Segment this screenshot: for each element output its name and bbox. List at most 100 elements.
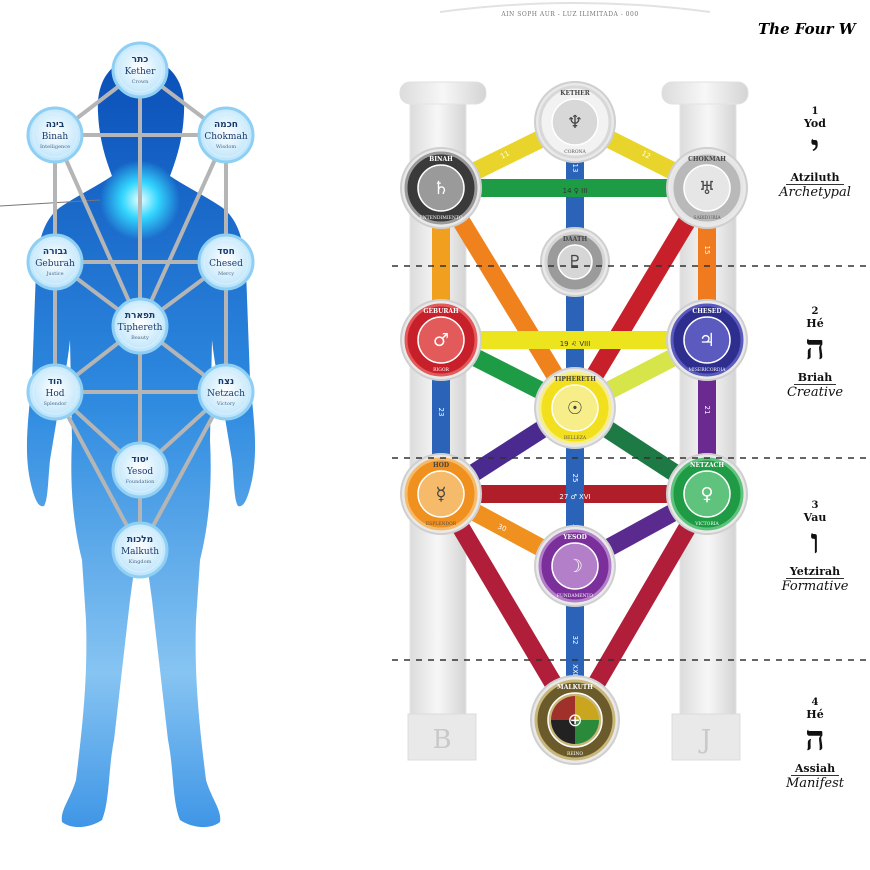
body-node-name: Chokmah: [204, 132, 247, 142]
body-node-name: Malkuth: [121, 547, 159, 557]
pillar-letter-j: J: [698, 725, 711, 755]
world-name: Briah: [793, 371, 837, 385]
path-label-p32: 32: [571, 636, 579, 645]
header-arc: [439, 2, 711, 13]
path-label-p12: 12: [640, 149, 652, 160]
tree-node-subtitle: MISERICORDIA: [688, 367, 726, 373]
path-label-p27: 27 ♂ XVI: [559, 493, 590, 501]
planet-symbol-icon: ♃: [699, 330, 715, 351]
body-node-subtitle: Victory: [216, 401, 235, 407]
tree-node-subtitle: CORONA: [564, 149, 586, 155]
world-number: 1: [811, 106, 819, 117]
world-number: 4: [811, 697, 819, 708]
body-node-name: Binah: [42, 132, 69, 142]
body-node-subtitle: Splendor: [43, 401, 67, 407]
tree-node-name: TIPHERETH: [554, 376, 596, 383]
tree-node-subtitle: SABIDURIA: [693, 215, 721, 221]
world-type: Creative: [786, 385, 844, 400]
hebrew-letter: ה: [805, 719, 825, 759]
four-worlds-title: The Four W: [758, 20, 856, 38]
path-label-p14: 14 ♀ III: [563, 187, 588, 195]
path-label-p25: 25: [571, 474, 579, 483]
world-type: Formative: [781, 579, 849, 594]
planet-symbol-icon: ☿: [435, 484, 446, 505]
tree-node-name: HOD: [433, 462, 449, 469]
world-type: Manifest: [786, 776, 844, 791]
hebrew-letter: ו: [810, 522, 820, 562]
tree-path-binah-tiphereth: [433, 183, 583, 413]
body-node-hebrew: נצח: [218, 377, 234, 387]
tree-node-subtitle: RIGOR: [433, 367, 449, 373]
tree-node-tiphereth: ☉ TIPHERETH BELLEZA: [534, 367, 616, 449]
planet-symbol-icon: ☽: [567, 556, 583, 577]
body-node-name: Kether: [125, 67, 157, 77]
tree-node-name: CHOKMAH: [688, 156, 726, 163]
world-name: Assiah: [790, 762, 840, 776]
world-name: Atziluth: [786, 171, 844, 185]
planet-symbol-icon: ♇: [567, 252, 583, 273]
body-node-name: Tiphereth: [118, 323, 163, 333]
body-path-chokmah-tiphereth: [138, 134, 228, 327]
body-node-hebrew: מלכות: [127, 535, 153, 545]
tree-node-name: NETZACH: [690, 462, 724, 469]
planet-symbol-icon: ♆: [567, 112, 583, 133]
tree-node-daath: ♇ DAATH: [540, 227, 610, 297]
world-yetzirah: 3 Vau ו Yetzirah Formative: [760, 500, 870, 595]
letter-name: Yod: [804, 117, 826, 130]
body-tree-of-life: כתרKetherCrownבינהBinahIntelligenceחכמהC…: [26, 41, 255, 579]
path-label-p23: 23: [437, 408, 445, 417]
letter-name: Vau: [803, 511, 827, 524]
tree-node-chesed: ♃ CHESED MISERICORDIA: [666, 299, 748, 381]
tree-node-name: DAATH: [563, 236, 588, 243]
world-briah: 2 Hé ה Briah Creative: [760, 306, 870, 401]
tree-node-chokmah: ♅ CHOKMAH SABIDURIA: [666, 147, 748, 229]
body-path-binah-tiphereth: [53, 134, 142, 327]
pillar-letter-b: B: [432, 725, 451, 755]
body-node-hebrew: בינה: [46, 120, 65, 130]
world-dividers: [392, 265, 870, 661]
tree-node-name: BINAH: [429, 156, 453, 163]
body-node-name: Chesed: [209, 259, 243, 269]
tree-node-subtitle: VICTORIA: [694, 521, 719, 527]
body-node-hebrew: תפארת: [125, 311, 155, 321]
body-node-hebrew: יסוד: [131, 455, 148, 465]
world-atziluth: 1 Yod י Atziluth Archetypal: [760, 106, 870, 201]
body-node-hebrew: כתר: [132, 55, 149, 65]
body-node-subtitle: Foundation: [126, 479, 155, 485]
body-node-name: Geburah: [35, 259, 75, 269]
path-label-pXXI: XXI: [571, 664, 579, 676]
planet-symbol-icon: ♄: [433, 178, 449, 199]
body-node-subtitle: Mercy: [218, 271, 234, 277]
body-node-hebrew: הוד: [48, 377, 63, 387]
world-number: 2: [811, 306, 819, 317]
tree-node-name: CHESED: [692, 308, 721, 315]
path-label-p11: 11: [499, 149, 511, 160]
body-node-subtitle: Justice: [45, 271, 63, 277]
body-node-name: Yesod: [126, 467, 154, 477]
chart-header: AIN SOPH AUR - LUZ ILIMITADA - 000: [501, 11, 639, 18]
tree-node-subtitle: FUNDAMENTO: [557, 593, 594, 599]
tree-sephiroth: ♆KETHERCORONA♄BINAHENTENDIMIENTO♅CHOKMAH…: [400, 81, 748, 765]
path-label-p15: 15: [703, 246, 711, 255]
body-path-hod-malkuth: [53, 391, 142, 551]
path-label-p19: 19 ♌ VIII: [560, 340, 591, 348]
tree-node-name: KETHER: [560, 90, 590, 97]
tree-node-subtitle: REINO: [567, 751, 583, 757]
body-node-subtitle: Intelligence: [40, 144, 70, 150]
planet-symbol-icon: ☉: [567, 398, 583, 419]
body-node-hebrew: חסד: [217, 247, 235, 257]
tree-node-subtitle: ESPLENDOR: [426, 521, 457, 527]
body-node-subtitle: Crown: [132, 79, 150, 85]
planet-symbol-icon: ♅: [699, 178, 715, 199]
body-node-subtitle: Wisdom: [216, 144, 236, 150]
tree-node-subtitle: BELLEZA: [564, 435, 587, 441]
path-label-p30: 30: [496, 523, 507, 534]
